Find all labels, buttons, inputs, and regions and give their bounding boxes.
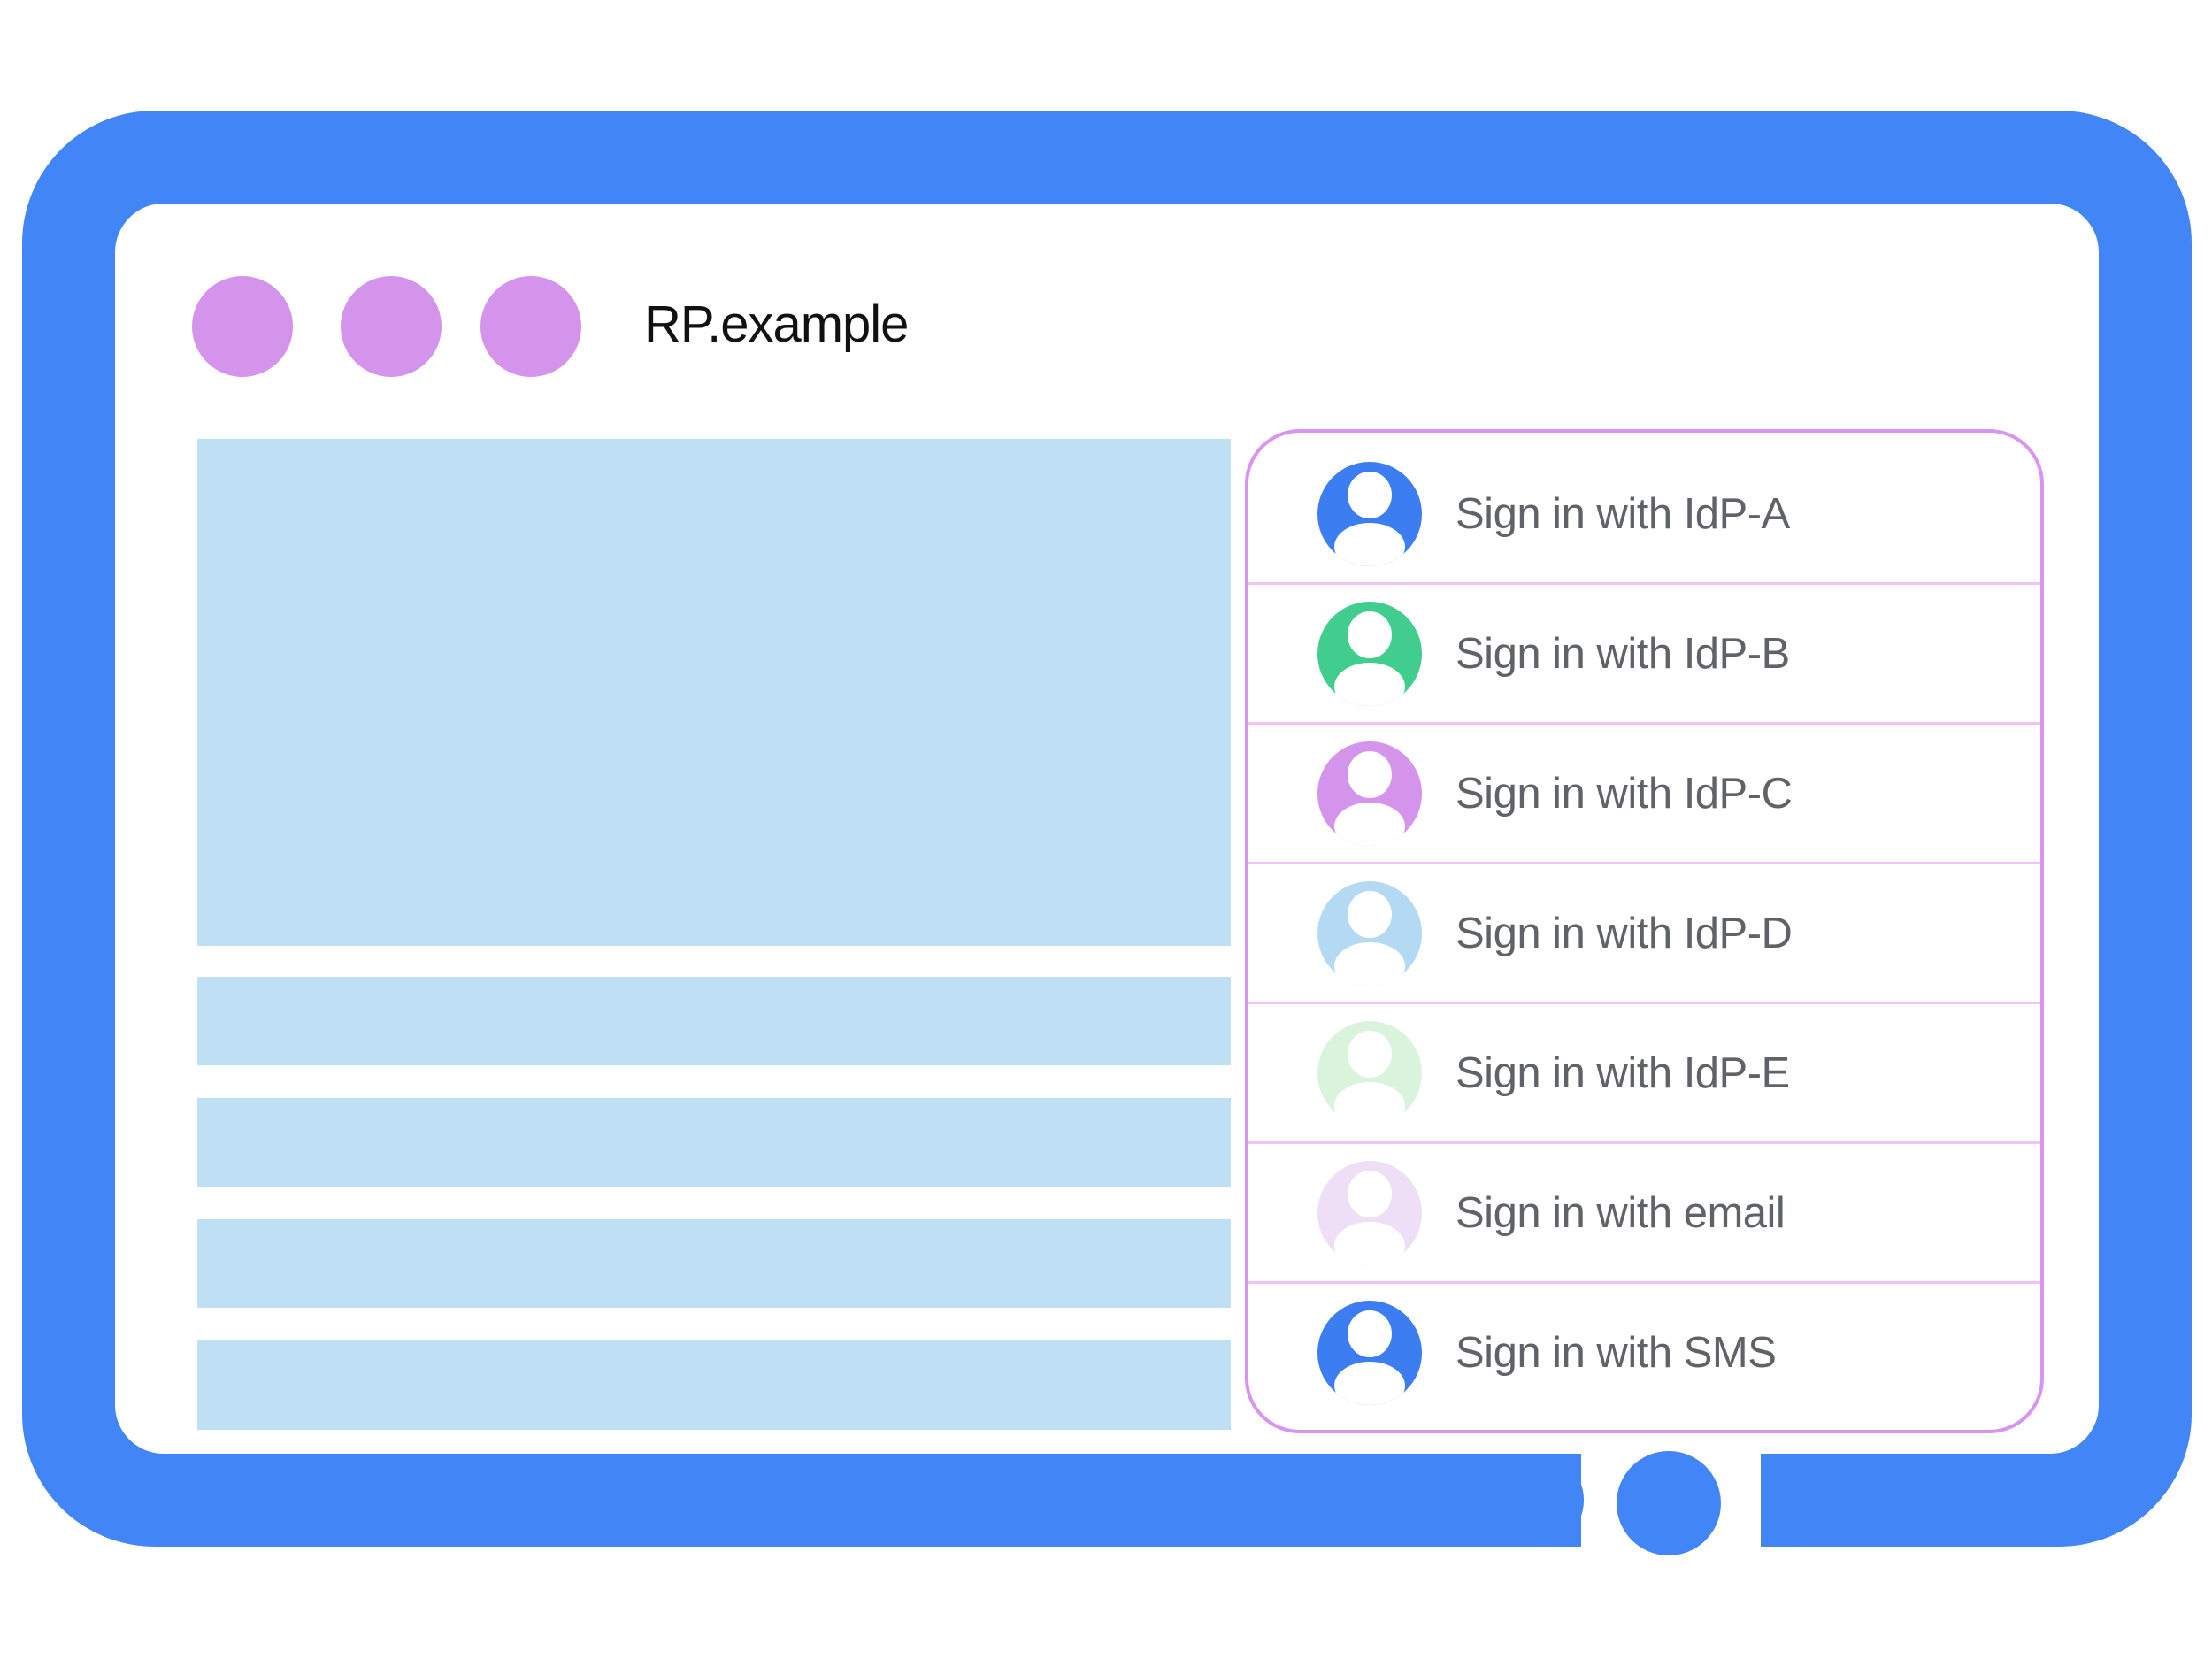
browser-window: RP.example Sign in with IdP-A Sign in wi… xyxy=(115,204,2099,1454)
signin-option-idp-e[interactable]: Sign in with IdP-E xyxy=(1248,1002,2040,1141)
signin-option-label: Sign in with IdP-B xyxy=(1455,629,1790,678)
person-icon xyxy=(1317,1020,1422,1125)
signin-option-email[interactable]: Sign in with email xyxy=(1248,1141,2040,1281)
window-control-dot-icon xyxy=(341,276,442,377)
person-icon xyxy=(1317,1300,1422,1405)
signin-panel: Sign in with IdP-A Sign in with IdP-B Si… xyxy=(1245,429,2044,1433)
signin-option-label: Sign in with IdP-A xyxy=(1455,489,1790,538)
content-placeholder-bar xyxy=(197,1340,1231,1430)
device-frame: RP.example Sign in with IdP-A Sign in wi… xyxy=(22,111,2192,1547)
person-icon xyxy=(1317,880,1422,986)
content-placeholder-bar xyxy=(197,1219,1231,1308)
person-icon xyxy=(1317,601,1422,706)
content-placeholder-bar xyxy=(197,977,1231,1065)
signin-option-idp-c[interactable]: Sign in with IdP-C xyxy=(1248,722,2040,862)
signin-option-sms[interactable]: Sign in with SMS xyxy=(1248,1281,2040,1421)
content-placeholder-bar xyxy=(197,1098,1231,1187)
signin-option-idp-b[interactable]: Sign in with IdP-B xyxy=(1248,582,2040,722)
signin-option-label: Sign in with SMS xyxy=(1455,1328,1777,1377)
content-placeholder-hero xyxy=(197,439,1231,946)
signin-option-label: Sign in with IdP-C xyxy=(1455,769,1793,818)
person-icon xyxy=(1317,461,1422,566)
window-control-dot-icon xyxy=(480,276,581,377)
person-icon xyxy=(1317,1160,1422,1265)
signin-option-label: Sign in with IdP-E xyxy=(1455,1048,1790,1097)
person-icon xyxy=(1317,741,1422,846)
bezel-cap-left xyxy=(1495,1454,1584,1547)
window-control-dot-icon xyxy=(192,276,293,377)
home-button[interactable] xyxy=(1617,1451,1721,1555)
signin-option-label: Sign in with IdP-D xyxy=(1455,909,1793,957)
signin-option-idp-a[interactable]: Sign in with IdP-A xyxy=(1248,445,2040,582)
signin-option-label: Sign in with email xyxy=(1455,1188,1786,1237)
signin-option-idp-d[interactable]: Sign in with IdP-D xyxy=(1248,862,2040,1002)
page-title: RP.example xyxy=(644,296,909,353)
bezel-cap-right xyxy=(1761,1454,1849,1547)
